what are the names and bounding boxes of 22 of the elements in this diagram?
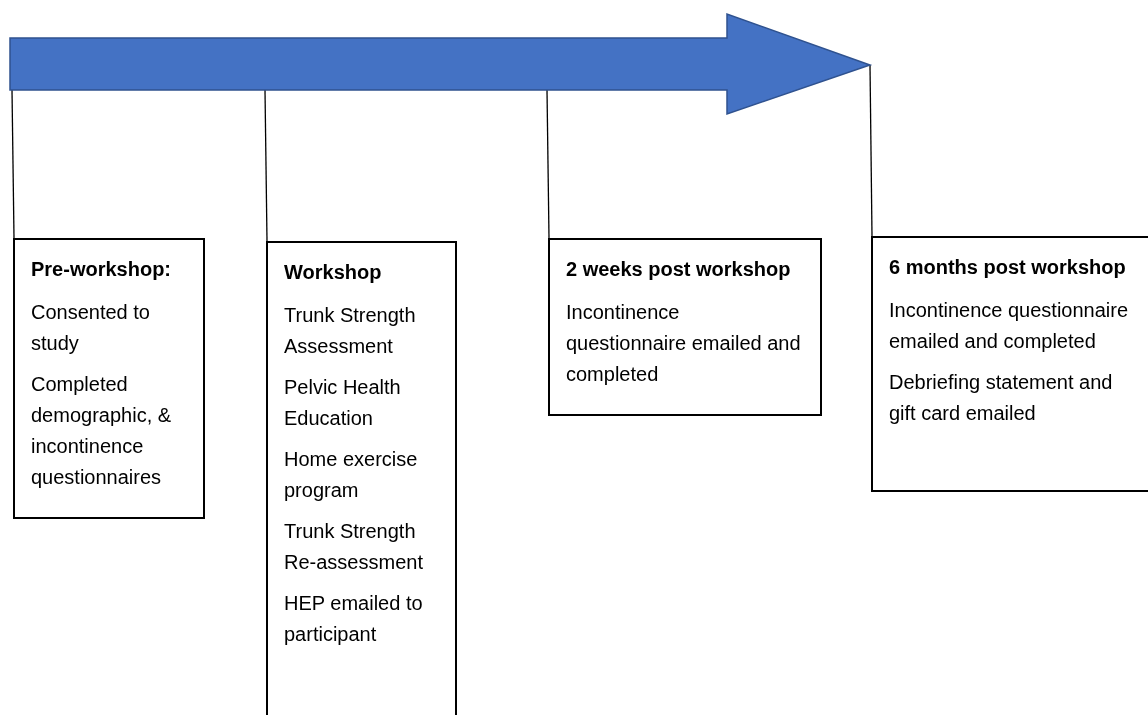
stage-item: Incontinence questionnaire emailed and completed <box>566 300 802 387</box>
stage-box <box>13 238 205 519</box>
stage-item: Trunk Strength Assessment <box>284 303 417 359</box>
stage-item: Pelvic Health Education <box>284 375 402 431</box>
stage-item: Consented to study <box>31 300 151 356</box>
stage-heading: Workshop <box>284 260 383 285</box>
stage-heading: Pre-workshop: <box>31 257 173 282</box>
connector-line <box>264 89 268 242</box>
stage-item: Trunk Strength Re-assessment <box>284 519 424 575</box>
stage-heading: 6 months post workshop <box>889 255 1127 280</box>
stage-item: Debriefing statement and gift card emailed <box>889 370 1114 426</box>
stage-item: Home exercise program <box>284 447 419 503</box>
stage-item: HEP emailed to participant <box>284 591 424 647</box>
stage-item: Incontinence questionnaire emailed and completed <box>889 298 1130 354</box>
connector-line <box>546 89 550 239</box>
stage-item: Completed demographic, & incontinence questionnaires <box>31 372 173 490</box>
stage-box <box>548 238 822 416</box>
connector-line <box>11 89 15 239</box>
stage-box <box>266 241 457 715</box>
stage-box <box>871 236 1148 492</box>
stage-heading: 2 weeks post workshop <box>566 257 792 282</box>
connector-line <box>869 64 873 237</box>
